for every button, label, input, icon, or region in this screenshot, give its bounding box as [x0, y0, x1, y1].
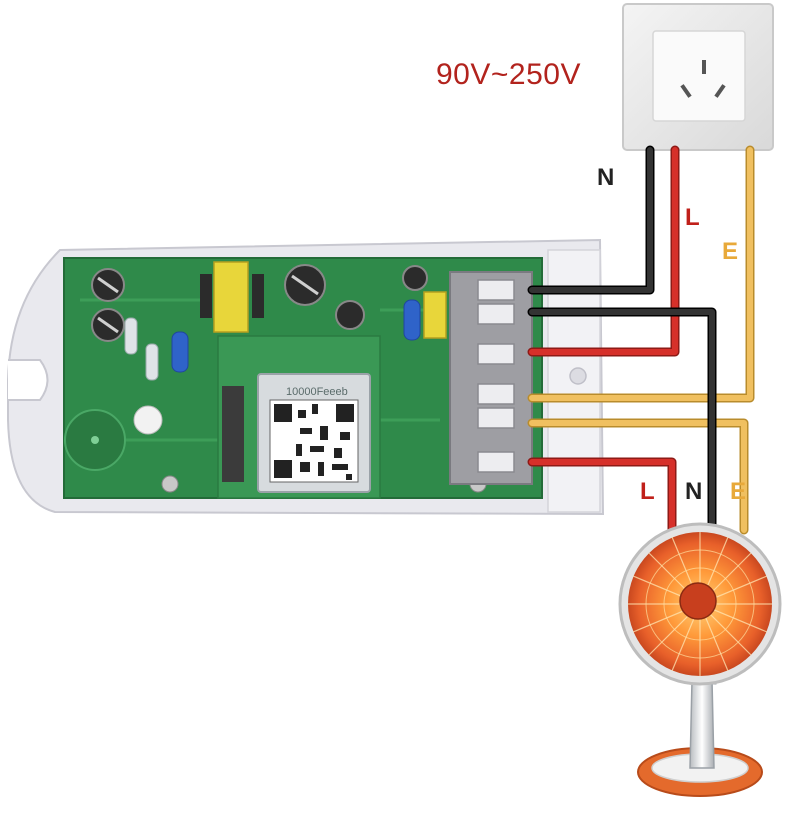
- header-pins: [222, 386, 244, 482]
- heater-head: [618, 522, 782, 686]
- live-label-bottom: L: [640, 478, 655, 505]
- terminal-6: [477, 451, 515, 473]
- blue-capacitor-2: [403, 299, 421, 341]
- terminal-3: [477, 343, 515, 365]
- blue-capacitor-1: [171, 331, 189, 373]
- terminal-block: [449, 271, 533, 485]
- terminal-4: [477, 383, 515, 405]
- heater-center-badge: [679, 582, 717, 620]
- capacitor-2: [91, 308, 125, 342]
- inductor-1: [200, 274, 212, 318]
- inductor-2: [252, 274, 264, 318]
- yellow-capacitor-1: [213, 261, 249, 333]
- mounting-slot-left: [8, 359, 49, 401]
- supply-voltage-label: 90V~250V: [436, 58, 581, 91]
- wires: [527, 145, 755, 535]
- live-label-top: L: [685, 204, 700, 231]
- screw-1: [161, 475, 179, 493]
- resistor-2: [145, 343, 159, 381]
- capacitor-1: [91, 268, 125, 302]
- capacitor-4: [335, 300, 365, 330]
- socket-earth-slot: [702, 60, 706, 74]
- wifi-module: [257, 373, 371, 493]
- space-heater: [618, 522, 782, 797]
- module-id-text: 10000Feeeb: [286, 386, 348, 398]
- live-wire: [527, 145, 680, 535]
- earth-wire: [527, 145, 755, 535]
- capacitor-5: [402, 265, 428, 291]
- yellow-capacitor-2: [423, 291, 447, 339]
- neutral-wire: [527, 145, 717, 535]
- earth-label-bottom: E: [730, 478, 747, 505]
- mounting-hole-right: [569, 367, 587, 385]
- resistor-1: [124, 317, 138, 355]
- socket-neutral-slot: [714, 84, 726, 98]
- earth-label-top: E: [722, 238, 739, 265]
- heater-pole: [687, 671, 717, 769]
- push-button: [133, 405, 163, 435]
- neutral-label-top: N: [597, 164, 615, 191]
- socket-live-slot: [680, 84, 692, 98]
- terminal-2: [477, 303, 515, 325]
- capacitor-3: [284, 264, 326, 306]
- terminal-1: [477, 279, 515, 301]
- terminal-5: [477, 407, 515, 429]
- wall-socket: [622, 3, 774, 151]
- neutral-label-bottom: N: [685, 478, 703, 505]
